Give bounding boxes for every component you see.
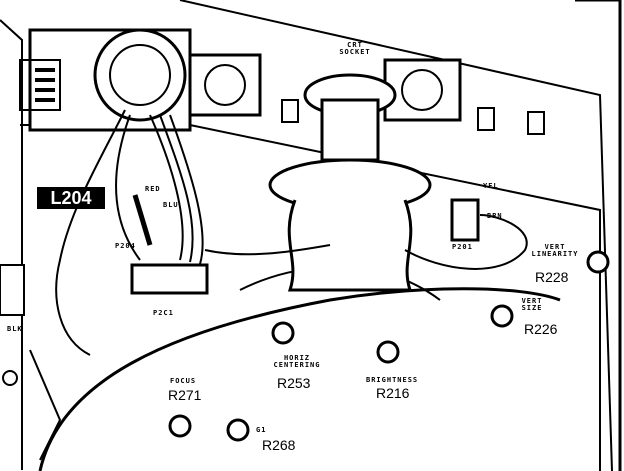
horiz-centering-label: HORIZ CENTERING — [273, 354, 321, 369]
chassis-left-edge — [0, 19, 23, 470]
brightness-control-icon[interactable] — [376, 340, 400, 364]
focus-control-icon[interactable] — [168, 414, 192, 438]
vert-size-control-icon[interactable] — [490, 304, 514, 328]
crt-socket-mounts — [188, 53, 462, 122]
g1-label: G1 — [256, 426, 267, 434]
left-terminal-strip — [0, 264, 62, 461]
focus-label: FOCUS — [170, 377, 197, 385]
chassis-right-edge — [575, 0, 622, 471]
plug-p2c1-label: P2C1 — [153, 309, 174, 317]
focus-ref: R271 — [168, 387, 202, 403]
plug-p204-label: P204 — [115, 242, 136, 250]
wire-blk-label: BLK — [7, 325, 23, 333]
wire-yel-label: YEL — [483, 182, 499, 190]
wire-brn-label: BRN — [487, 212, 503, 220]
vert-linearity-label: VERT LINEARITY — [531, 243, 579, 258]
vert-linearity-ref: R228 — [535, 269, 569, 285]
vert-size-ref: R226 — [524, 321, 558, 337]
horiz-centering-ref: R253 — [277, 375, 311, 391]
brightness-ref: R216 — [376, 385, 410, 401]
plug-p201 — [450, 198, 480, 242]
coil-l204-label: L204 — [37, 187, 105, 209]
wire-red-label: RED — [145, 185, 161, 193]
crt-neck — [268, 73, 432, 292]
g1-control-icon[interactable] — [226, 418, 250, 442]
plug-p204 — [130, 194, 209, 295]
horiz-centering-control-icon[interactable] — [271, 321, 295, 345]
plug-p201-label: P201 — [452, 243, 473, 251]
crt-shield-outline — [38, 287, 561, 471]
chassis-top-edge — [179, 0, 613, 471]
vert-size-label: VERT SIZE — [521, 297, 543, 312]
crt-socket-label: CRT SOCKET — [339, 41, 371, 56]
vert-linearity-control-icon[interactable] — [586, 250, 610, 274]
brightness-label: BRIGHTNESS — [366, 376, 419, 384]
wiring-harness — [55, 109, 528, 356]
yoke-assembly — [19, 28, 192, 132]
wire-blu-label: BLU — [163, 201, 179, 209]
transistors — [281, 99, 545, 135]
g1-ref: R268 — [262, 437, 296, 453]
